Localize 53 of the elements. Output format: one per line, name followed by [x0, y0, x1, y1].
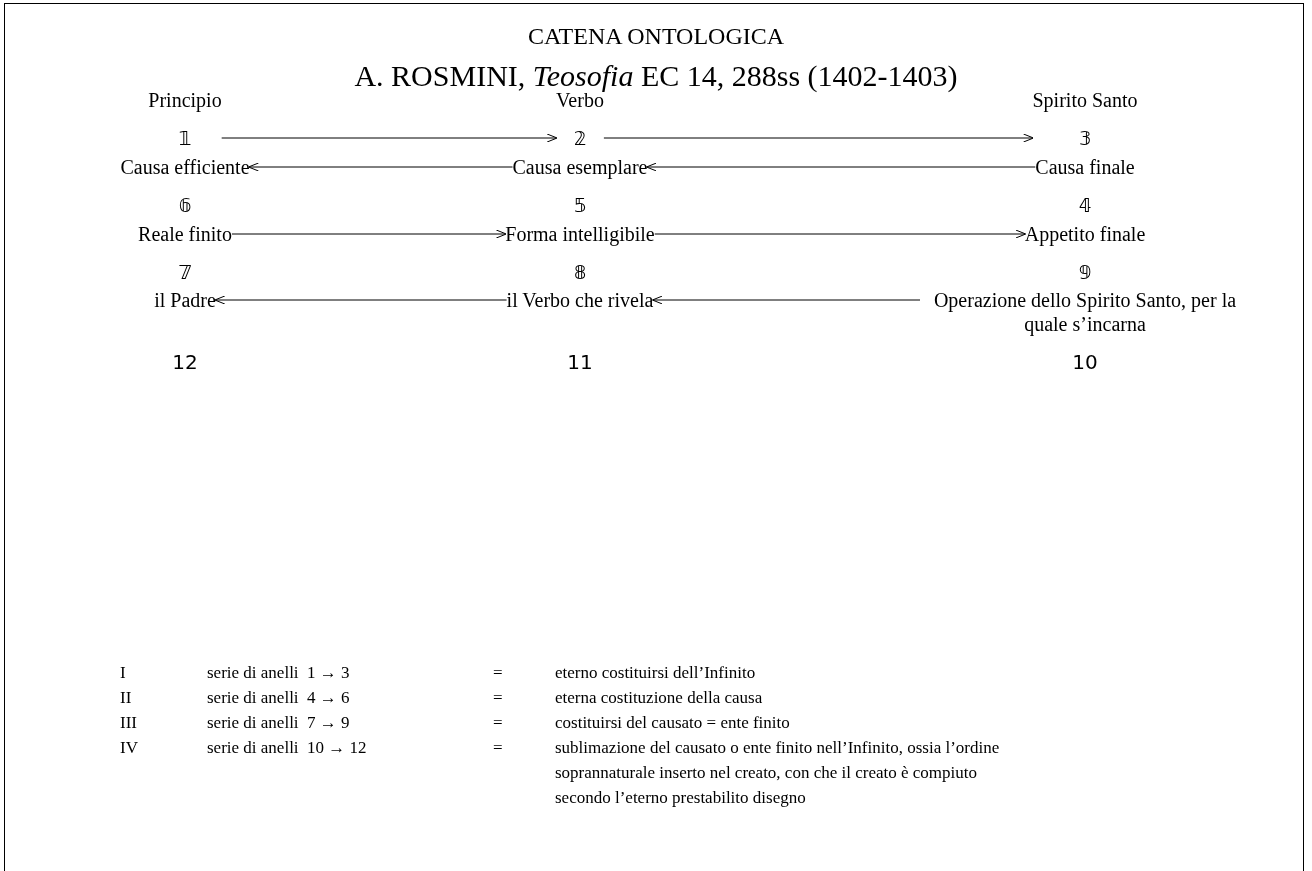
description-text: eterna costituzione della causa [555, 687, 764, 709]
row-numeral: I [120, 662, 126, 684]
node-label: Causa efficiente [120, 155, 250, 179]
row-numeral: III [120, 712, 137, 734]
range-text: 10 → 12 [307, 737, 367, 759]
arrow [231, 229, 507, 239]
node-number: 𝟙 [178, 126, 192, 150]
node-label: Principio [148, 88, 222, 112]
node-label: Forma intelligibile [505, 222, 655, 246]
arrow [214, 295, 508, 305]
arrow [248, 162, 513, 172]
description-text: eterno costituirsi dell’Infinito [555, 662, 757, 684]
node-label: Causa esemplare [512, 155, 648, 179]
node-number: 𝟚 [573, 126, 587, 150]
equals-sign: = [493, 662, 503, 684]
range-text: 1 → 3 [307, 662, 350, 684]
subtitle: A. ROSMINI, Teosofia EC 14, 288ss (1402-1403) [354, 58, 958, 93]
row-numeral: IV [120, 737, 138, 759]
equals-sign: = [493, 712, 503, 734]
arrow [221, 133, 558, 143]
node-label: il Verbo che rivela [506, 288, 654, 312]
table-cell-text: serie di anelli [207, 737, 299, 759]
node-number: 11 [567, 350, 593, 374]
description-text: costituirsi del causato = ente finito [555, 712, 791, 734]
node-label: Appetito finale [1024, 222, 1146, 246]
node-label: Spirito Santo [1032, 88, 1138, 112]
row-numeral: II [120, 687, 132, 709]
node-number: 𝟡 [1078, 260, 1092, 284]
node-label: Causa finale [1035, 155, 1135, 179]
equals-sign: = [493, 737, 503, 759]
range-text: 7 → 9 [307, 712, 350, 734]
node-label: Operazione dello Spirito Santo, per la quale s’incarna [932, 288, 1238, 336]
node-number: 𝟝 [573, 193, 587, 217]
node-number: 10 [1072, 350, 1098, 374]
arrow [654, 229, 1027, 239]
description-text: sublimazione del causato o ente finito nell’Infinito, ossia l’ordine soprannaturale inserto nel creato, con che il creato è compiuto secondo l’eterno prestabilito disegno [555, 737, 1001, 809]
node-number: 𝟞 [178, 193, 192, 217]
arrow [646, 162, 1036, 172]
node-label: il Padre [154, 288, 216, 312]
diagram-title: CATENA ONTOLOGICA [527, 22, 785, 51]
node-label: Reale finito [138, 222, 232, 246]
node-number: 𝟜 [1078, 193, 1092, 217]
node-number: 12 [172, 350, 198, 374]
node-number: 𝟠 [573, 260, 587, 284]
arrow [603, 133, 1034, 143]
table-cell-text: serie di anelli [207, 662, 299, 684]
node-number: 𝟛 [1078, 126, 1092, 150]
node-number: 𝟟 [178, 260, 192, 284]
range-text: 4 → 6 [307, 687, 350, 709]
arrow [651, 295, 921, 305]
table-cell-text: serie di anelli [207, 712, 299, 734]
equals-sign: = [493, 687, 503, 709]
table-cell-text: serie di anelli [207, 687, 299, 709]
